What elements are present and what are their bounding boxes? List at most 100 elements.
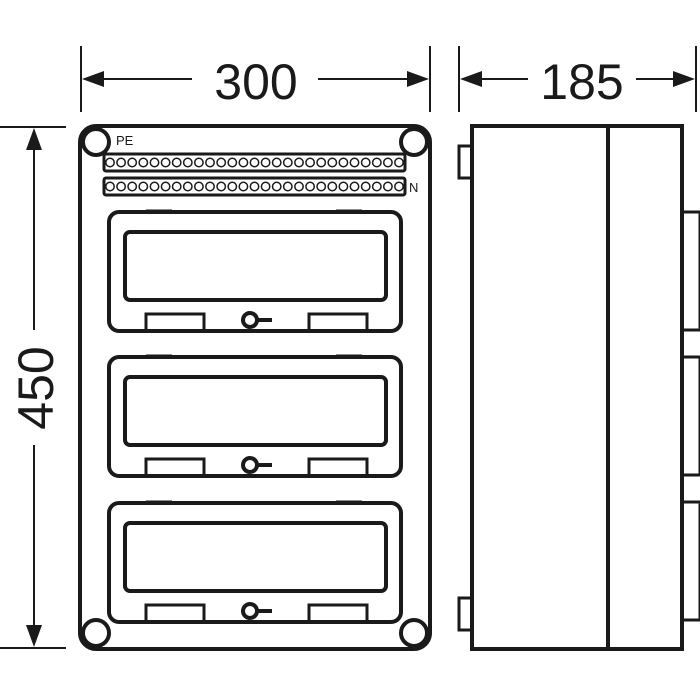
pe-terminal-hole [160,157,171,168]
n-terminal-hole [338,181,349,192]
pe-terminal-hole [294,157,304,168]
pe-terminal-hole [271,157,282,168]
pe-terminal-hole [116,157,127,168]
n-terminal-hole [382,181,393,192]
side-view [457,124,700,651]
corner-screw-top-left [81,127,111,157]
depth-arrow-right [673,71,695,87]
module-frame [107,210,403,333]
module-bottom-tab [144,603,206,624]
n-terminal-holes [105,181,404,192]
corner-screw-bottom-left [81,618,111,648]
pe-terminal-hole [149,157,160,168]
height-label: 450 [8,346,64,429]
height-arrow-top [26,128,42,150]
n-terminal-hole [182,181,193,192]
width-label: 300 [214,54,297,110]
n-terminal-hole [349,181,360,192]
module-inner-window [123,521,388,593]
module-bottom-tab [307,457,369,478]
module-bottom-tab [144,457,206,478]
pe-terminal-hole [193,157,204,168]
module-windows [107,209,403,624]
n-terminal-hole [305,181,316,192]
lock-icon [241,602,259,620]
n-terminal-hole [116,181,127,192]
pe-terminal-hole [249,157,260,168]
module-bottom-tab [307,312,369,333]
depth-arrow-left [460,71,482,87]
pe-terminal-hole [182,157,193,168]
pe-terminal-hole [216,157,227,168]
pe-terminal-hole [260,157,271,168]
width-arrow-left [82,71,104,87]
pe-terminal-holes [105,157,404,168]
corner-screw-top-right [399,127,429,157]
module-inner-window [123,375,388,447]
side-hinge-top [457,144,474,180]
pe-terminal-hole [205,157,215,168]
module-inner-window [123,230,388,302]
pe-terminal-hole [394,157,404,168]
module-bottom-tab [307,603,369,624]
height-dimension: 450 [0,126,66,649]
n-terminal-hole [249,181,260,192]
width-arrow-right [407,71,429,87]
n-terminal-hole [316,181,327,192]
pe-terminal-hole [371,157,382,168]
n-terminal-hole [238,181,249,192]
pe-terminal-hole [349,157,360,168]
n-terminal-hole [271,181,282,192]
n-terminal-hole [294,181,304,192]
width-dimension: 300 [80,46,431,112]
n-terminal-label: N [409,180,418,195]
depth-dimension: 185 [458,46,697,112]
side-latch-2 [680,355,700,477]
front-view: PE N [78,124,432,651]
lock-icon [241,311,259,329]
module-frame [107,501,403,624]
n-terminal-hole [371,181,382,192]
n-terminal-hole [160,181,171,192]
n-terminal-hole [205,181,215,192]
n-terminal-hole [193,181,204,192]
depth-label: 185 [540,54,623,110]
side-housing-outline [470,124,684,651]
module-window [107,209,403,333]
n-terminal-bar [102,176,407,197]
module-window [107,354,403,478]
n-terminal-hole [394,181,404,192]
pe-terminal-hole [282,157,293,168]
pe-terminal-label: PE [116,133,134,148]
lock-icon [241,456,259,474]
side-hinge-bottom [457,596,474,632]
module-window [107,500,403,624]
n-terminal-hole [138,181,149,192]
corner-screw-bottom-right [399,618,429,648]
module-bottom-tab [144,312,206,333]
n-terminal-hole [282,181,293,192]
pe-terminal-hole [238,157,249,168]
pe-terminal-hole [138,157,149,168]
pe-terminal-hole [171,157,182,168]
n-terminal-hole [360,181,371,192]
n-terminal-hole [327,181,338,192]
pe-terminal-hole [316,157,327,168]
pe-terminal-bar [102,152,407,173]
n-terminal-hole [171,181,182,192]
side-latch-1 [680,210,700,332]
pe-terminal-hole [227,157,238,168]
pe-terminal-hole [382,157,393,168]
n-terminal-hole [149,181,160,192]
height-arrow-bottom [26,625,42,647]
side-latch-3 [680,500,700,622]
n-terminal-hole [216,181,227,192]
module-frame [107,355,403,478]
pe-terminal-hole [127,157,138,168]
n-terminal-hole [105,181,115,192]
n-terminal-hole [260,181,271,192]
pe-terminal-hole [327,157,338,168]
pe-terminal-hole [305,157,316,168]
n-terminal-hole [127,181,138,192]
